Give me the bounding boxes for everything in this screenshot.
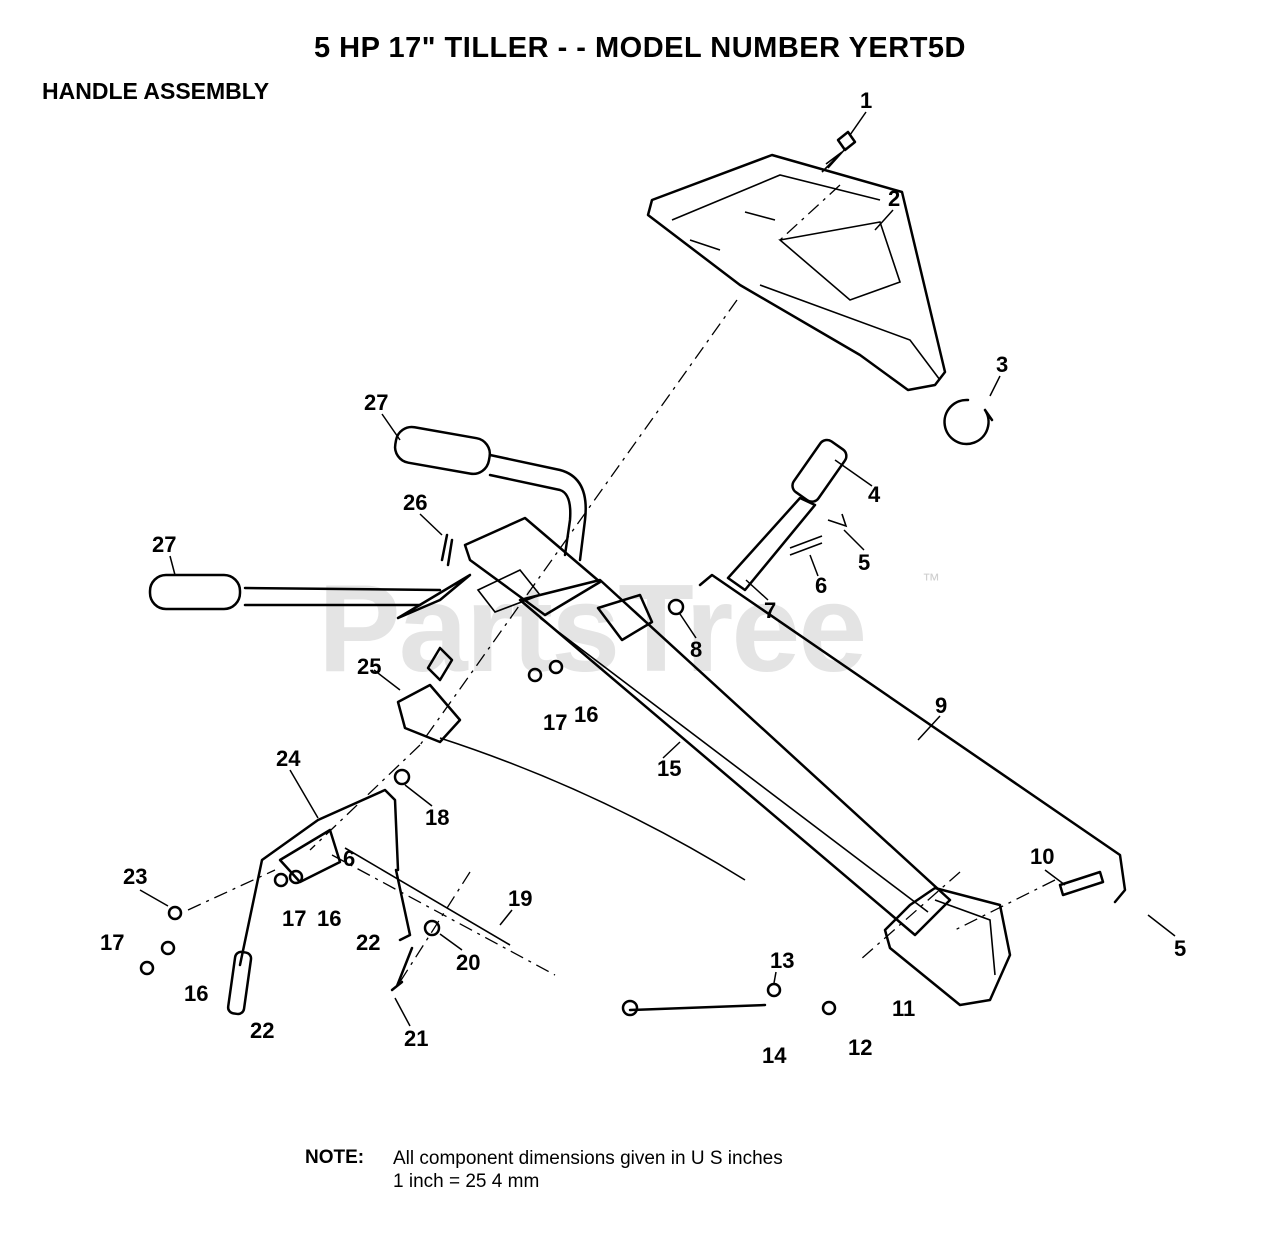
control-cable-part	[439, 617, 929, 913]
screw-part-1	[821, 130, 857, 173]
console-cover-part	[646, 153, 947, 392]
callout-17c: 17	[100, 930, 124, 955]
callout-27b: 27	[152, 532, 176, 557]
callout-3: 3	[996, 352, 1008, 377]
callout-24: 24	[276, 746, 301, 771]
callout-27a: 27	[364, 390, 388, 415]
callout-9: 9	[935, 693, 947, 718]
callout-22b: 22	[250, 1018, 274, 1043]
callout-16b: 16	[317, 906, 341, 931]
callout-16c: 16	[184, 981, 208, 1006]
centerlines	[187, 184, 1056, 986]
control-bracket-part	[463, 516, 654, 642]
callout-10: 10	[1030, 844, 1054, 869]
handlebar-part	[148, 425, 587, 620]
callout-8: 8	[690, 637, 702, 662]
callout-15: 15	[657, 756, 681, 781]
note-line-1: All component dimensions given in U S in…	[393, 1148, 783, 1169]
callout-25: 25	[357, 654, 381, 679]
callout-18: 18	[425, 805, 449, 830]
hardware-parts	[139, 533, 1105, 1017]
callout-labels: 1 2 3 4 5 6 7 8 9 10 11 12 13 14 15 16 1…	[100, 88, 1186, 1068]
callout-16a: 16	[574, 702, 598, 727]
callout-22a: 22	[356, 930, 380, 955]
callout-13: 13	[770, 948, 794, 973]
leader-lines	[139, 111, 1176, 1027]
callout-12: 12	[848, 1035, 872, 1060]
callout-26: 26	[403, 490, 427, 515]
note-label: NOTE:	[305, 1147, 365, 1168]
shift-lever-part	[726, 438, 848, 592]
callout-4: 4	[868, 482, 881, 507]
callout-2: 2	[888, 186, 900, 211]
callout-5b: 5	[1174, 936, 1186, 961]
callout-7: 7	[764, 598, 776, 623]
note-line-2: 1 inch = 25 4 mm	[393, 1171, 540, 1192]
cable-bracket-part	[396, 646, 462, 744]
note-text: All component dimensions given in U S in…	[393, 1147, 783, 1193]
callout-23: 23	[123, 864, 147, 889]
diagram-title: 5 HP 17" TILLER - - MODEL NUMBER YERT5D	[313, 32, 966, 64]
callout-11: 11	[892, 996, 915, 1021]
callout-21: 21	[404, 1026, 428, 1051]
clutch-lever-part	[226, 788, 511, 1016]
callout-6b: 6	[343, 846, 355, 871]
callout-14: 14	[762, 1043, 787, 1068]
callout-1: 1	[860, 88, 872, 113]
clip-ring-part	[943, 398, 994, 446]
trademark-symbol: ™	[922, 570, 940, 590]
callout-17a: 17	[543, 710, 567, 735]
callout-20: 20	[456, 950, 480, 975]
callout-17b: 17	[282, 906, 306, 931]
callout-5a: 5	[858, 550, 870, 575]
shift-rod-part	[698, 573, 1127, 904]
handle-tube-part	[518, 578, 1012, 1007]
assembly-subtitle: HANDLE ASSEMBLY	[42, 78, 270, 104]
callout-19: 19	[508, 886, 532, 911]
callout-6a: 6	[815, 573, 827, 598]
